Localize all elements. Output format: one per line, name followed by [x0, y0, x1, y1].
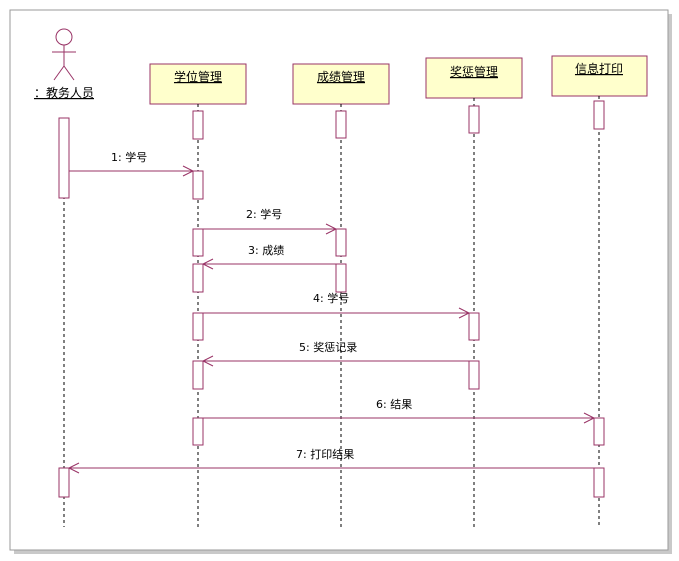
- message-6: 6: 结果: [203, 398, 596, 424]
- arrow-head-icon: [201, 258, 214, 270]
- activation-bar: [192, 170, 204, 200]
- activation-bar: [593, 467, 605, 498]
- message-label: 5: 奖惩记录: [299, 340, 357, 354]
- arrow-head-icon: [458, 307, 471, 319]
- message-5: 5: 奖惩记录: [201, 340, 469, 367]
- object-grades: 成绩管理: [292, 63, 390, 105]
- object-label-degree: 学位管理: [174, 69, 222, 84]
- message-label: 2: 学号: [246, 207, 282, 221]
- message-3: 3: 成绩: [201, 244, 336, 270]
- object-box-print: [551, 55, 648, 97]
- message-7: 7: 打印结果: [67, 447, 594, 474]
- arrow-head-icon: [201, 355, 214, 367]
- message-4: 4: 学号: [203, 291, 471, 319]
- object-label-reward: 奖惩管理: [450, 64, 498, 79]
- activation-bar: [192, 312, 204, 341]
- activation-bar: [468, 360, 480, 390]
- object-reward: 奖惩管理: [425, 57, 523, 99]
- activation-bar: [593, 100, 605, 130]
- message-label: 3: 成绩: [248, 244, 284, 257]
- object-label-print: 信息打印: [575, 61, 623, 76]
- message-label: 7: 打印结果: [296, 447, 354, 461]
- activation-bar: [58, 117, 70, 199]
- message-label: 6: 结果: [376, 398, 412, 411]
- object-degree: 学位管理: [149, 63, 247, 105]
- object-box-reward: [425, 57, 523, 99]
- activation-bar: [593, 417, 605, 446]
- message-label: 1: 学号: [111, 150, 147, 164]
- activation-bar: [192, 263, 204, 293]
- message-label: 4: 学号: [313, 291, 349, 305]
- actor-clerk: ：教务人员: [34, 28, 94, 100]
- activation-bar: [468, 312, 480, 341]
- activation-bar: [58, 467, 70, 498]
- activation-bar: [192, 417, 204, 446]
- object-box-degree: [149, 63, 247, 105]
- activation-bar: [335, 263, 347, 293]
- activation-bar: [192, 110, 204, 140]
- activation-bar: [335, 228, 347, 257]
- object-label-grades: 成绩管理: [317, 69, 365, 84]
- object-print: 信息打印: [551, 55, 648, 97]
- activation-bar: [468, 105, 480, 134]
- activation-bar: [192, 228, 204, 257]
- activation-bar: [335, 110, 347, 139]
- actor-label: ：教务人员: [34, 85, 94, 100]
- message-2: 2: 学号: [203, 207, 338, 235]
- stick-figure-icon: [52, 28, 76, 81]
- arrow-head-icon: [67, 462, 80, 474]
- arrow-head-icon: [182, 165, 195, 177]
- arrow-head-icon: [583, 412, 596, 424]
- arrow-head-icon: [325, 223, 338, 235]
- activation-bar: [192, 360, 204, 390]
- message-1: 1: 学号: [69, 150, 195, 177]
